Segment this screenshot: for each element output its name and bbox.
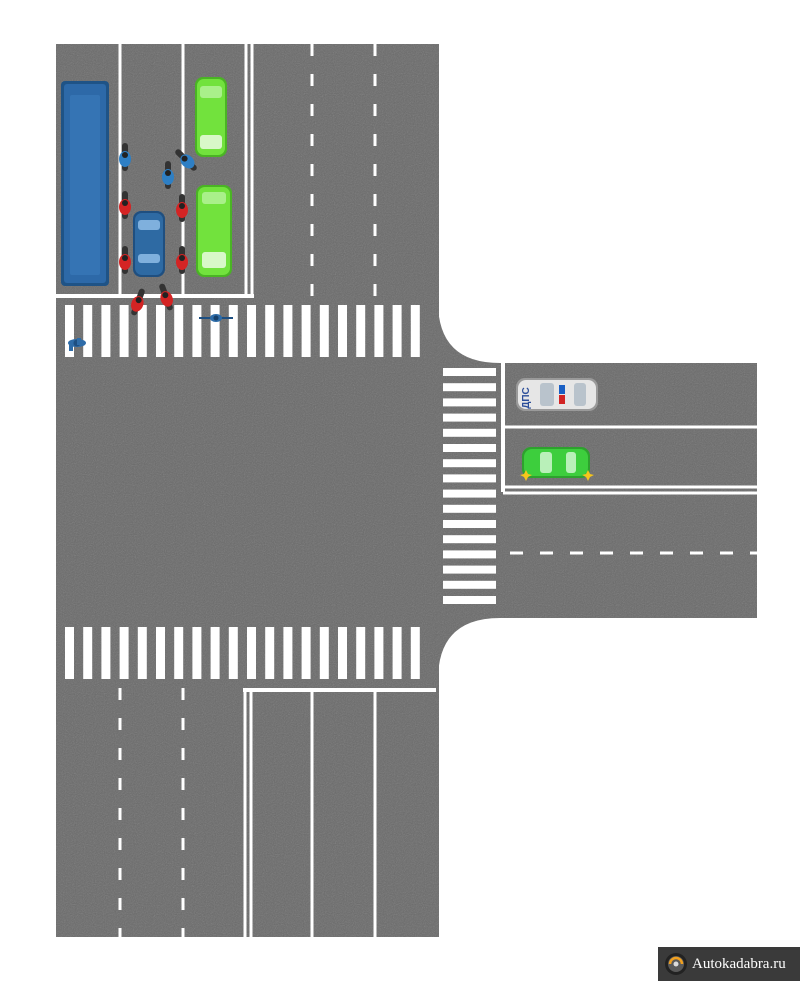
crosswalk-stripe	[410, 627, 420, 679]
crosswalk-stripe	[65, 627, 74, 679]
crosswalk-stripe	[247, 627, 256, 679]
crosswalk-east	[443, 368, 496, 604]
crosswalk-stripe	[319, 627, 329, 679]
bus	[61, 81, 109, 286]
crosswalk-stripe	[443, 398, 496, 407]
crosswalk-stripe	[301, 305, 311, 357]
crosswalk-stripe	[410, 305, 420, 357]
crosswalk-stripe	[101, 305, 111, 357]
cyclist	[199, 314, 233, 322]
crosswalk-stripe	[156, 627, 165, 679]
crosswalk-stripe	[443, 368, 496, 376]
crosswalk-stripe	[443, 504, 496, 513]
crosswalk-stripe	[443, 428, 496, 437]
crosswalk-stripe	[83, 627, 93, 679]
crosswalk-stripe	[192, 627, 202, 679]
crosswalk-stripe	[247, 305, 256, 357]
motorcycle	[131, 288, 145, 316]
crosswalk-stripe	[65, 305, 74, 357]
crosswalk-north	[65, 305, 420, 357]
blue-car	[133, 211, 165, 277]
crosswalk-stripe	[443, 580, 496, 589]
crosswalk-stripe	[443, 520, 496, 528]
crosswalk-stripe	[228, 305, 238, 357]
autokadabra-logo-icon	[665, 953, 687, 975]
crosswalk-stripe	[443, 535, 496, 544]
crosswalk-stripe	[338, 305, 347, 357]
light-green-minivan	[195, 77, 227, 157]
crosswalk-stripe	[283, 627, 293, 679]
crosswalk-stripe	[210, 627, 220, 679]
crosswalk-stripe	[356, 627, 366, 679]
pedestrian	[68, 338, 86, 351]
crosswalk-stripe	[392, 627, 402, 679]
crosswalk-stripe	[192, 305, 202, 357]
watermark-text: Autokadabra.ru	[692, 955, 786, 972]
turn-signal-icon	[520, 470, 532, 481]
crosswalk-stripe	[156, 305, 165, 357]
north-lane-markings	[56, 44, 377, 300]
crosswalk-stripe	[137, 627, 147, 679]
crosswalk-stripe	[374, 305, 384, 357]
green-car-turning	[520, 447, 594, 481]
corner-fillet-lower	[438, 618, 500, 680]
police-car-label: ДПС	[521, 387, 532, 409]
crosswalk-stripe	[101, 627, 111, 679]
crosswalk-stripe	[319, 305, 329, 357]
crosswalk-stripe	[174, 305, 184, 357]
crosswalk-south	[65, 627, 420, 679]
crosswalk-stripe	[443, 565, 496, 574]
road-surface	[56, 44, 757, 937]
light-green-minivan	[196, 185, 232, 277]
east-lane-markings	[501, 363, 757, 555]
crosswalk-stripe	[283, 305, 293, 357]
turn-signal-icon	[582, 470, 594, 481]
crosswalk-stripe	[356, 305, 366, 357]
motorcycle	[176, 246, 188, 274]
crosswalk-stripe	[443, 550, 496, 559]
motorcycle	[176, 194, 188, 222]
crosswalk-stripe	[119, 305, 129, 357]
crosswalk-stripe	[374, 627, 384, 679]
corner-fillet-upper	[438, 302, 500, 363]
watermark: Autokadabra.ru	[658, 947, 800, 981]
crosswalk-stripe	[174, 627, 184, 679]
crosswalk-stripe	[137, 305, 147, 357]
crosswalk-stripe	[83, 305, 93, 357]
motorcycle	[159, 283, 173, 311]
crosswalk-stripe	[443, 596, 496, 604]
motorcycle	[119, 143, 131, 171]
crosswalk-stripe	[338, 627, 347, 679]
crosswalk-stripe	[301, 627, 311, 679]
crosswalk-stripe	[228, 627, 238, 679]
crosswalk-stripe	[443, 474, 496, 483]
crosswalk-stripe	[210, 305, 220, 357]
crosswalk-stripe	[443, 444, 496, 452]
motorcycles	[119, 143, 197, 316]
motorcycle	[119, 246, 131, 274]
crosswalk-stripe	[265, 627, 275, 679]
crosswalk-stripe	[443, 413, 496, 422]
crosswalk-stripe	[443, 489, 496, 498]
crosswalk-stripe	[119, 627, 129, 679]
police-car: ДПС	[516, 378, 598, 411]
motorcycle	[175, 149, 197, 171]
motorcycle	[119, 191, 131, 219]
south-lane-markings	[118, 688, 436, 937]
motorcycle	[162, 161, 174, 189]
crosswalk-stripe	[265, 305, 275, 357]
crosswalk-stripe	[392, 305, 402, 357]
crosswalk-stripe	[443, 459, 496, 468]
crosswalk-stripe	[443, 383, 496, 392]
